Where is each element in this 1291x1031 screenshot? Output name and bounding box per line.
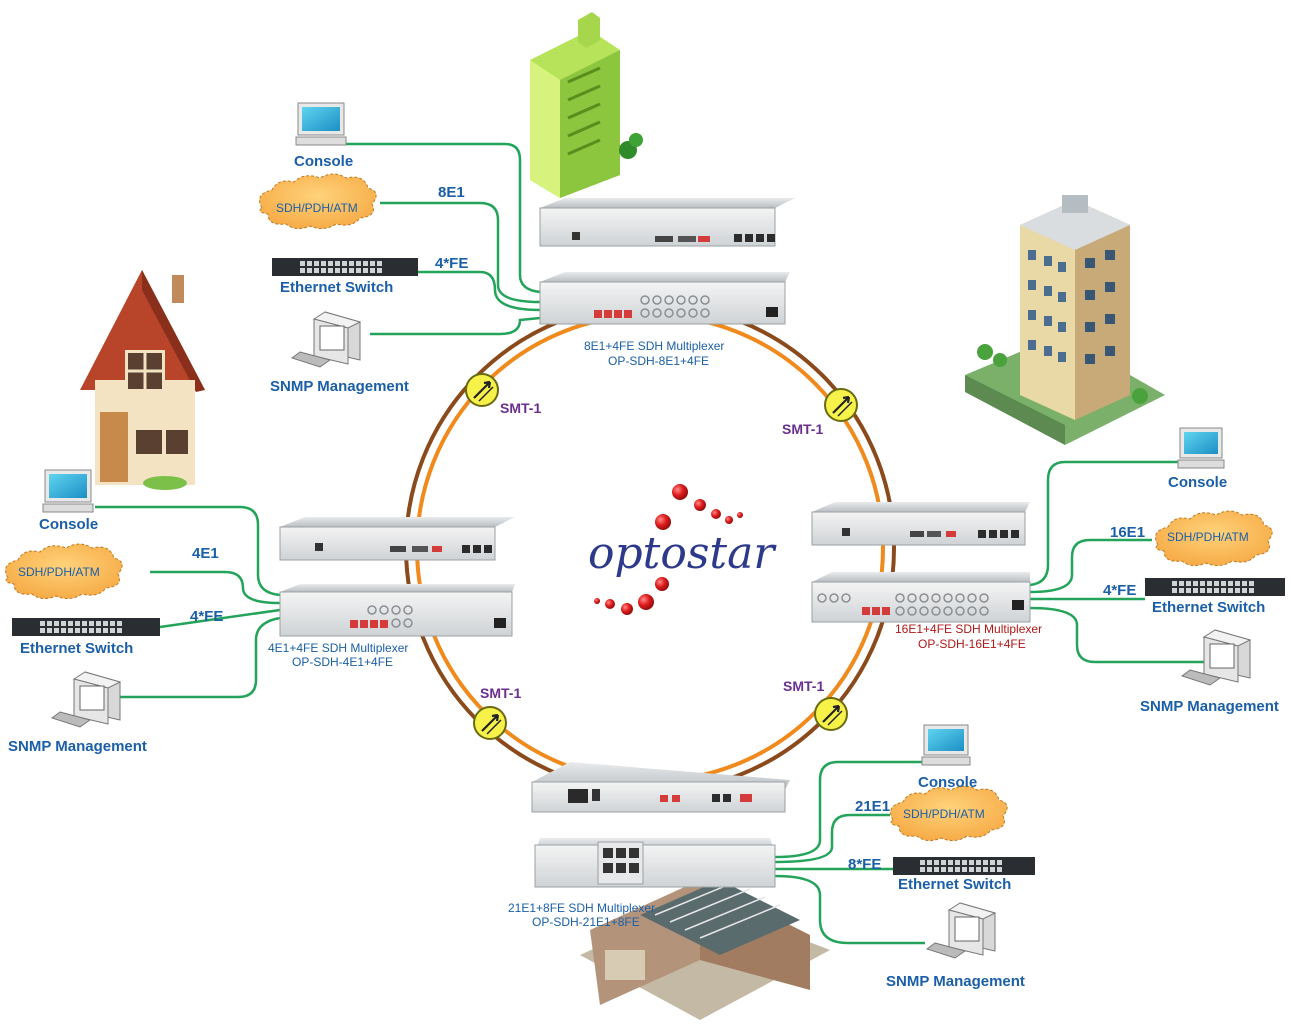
console-computer-icon — [1177, 427, 1225, 469]
snmp-label: SNMP Management — [886, 973, 1025, 990]
cloud-label: SDH/PDH/ATM — [276, 201, 358, 215]
fe-label: 4*FE — [190, 608, 223, 625]
e1-label: 4E1 — [192, 545, 219, 562]
mux-model-code: OP-SDH-21E1+8FE — [532, 915, 640, 929]
cloud-label: SDH/PDH/ATM — [903, 807, 985, 821]
smt-label: SMT-1 — [480, 685, 521, 701]
mux-model-code: OP-SDH-8E1+4FE — [608, 354, 709, 368]
snmp-computer-icon — [925, 902, 997, 959]
e1-label: 16E1 — [1110, 524, 1145, 541]
network-cloud-icon: SDH/PDH/ATM — [890, 785, 1008, 842]
mux-model-code: OP-SDH-4E1+4FE — [292, 655, 393, 669]
train-station-icon — [580, 880, 830, 1020]
mux-left-lower — [279, 584, 515, 637]
network-cloud-icon: SDH/PDH/ATM — [5, 543, 123, 600]
smt-connector-icon — [814, 697, 848, 731]
smt-connector-icon — [824, 388, 858, 422]
mux-top-upper — [539, 198, 795, 247]
smt-label: SMT-1 — [783, 678, 824, 694]
mux-model-code: OP-SDH-16E1+4FE — [918, 637, 1026, 651]
network-cloud-icon: SDH/PDH/ATM — [259, 173, 377, 230]
snmp-label: SNMP Management — [270, 378, 409, 395]
network-cloud-icon: SDH/PDH/ATM — [1155, 510, 1273, 567]
snmp-computer-icon — [50, 671, 122, 728]
mux-top-lower — [539, 272, 790, 325]
fe-label: 4*FE — [435, 255, 468, 272]
apartment-building-icon — [965, 195, 1165, 445]
mux-model-label: 21E1+8FE SDH Multiplexer — [508, 901, 655, 915]
link-lines — [95, 142, 1205, 945]
cloud-label: SDH/PDH/ATM — [18, 565, 100, 579]
console-computer-icon — [295, 102, 347, 146]
mux-model-label: 8E1+4FE SDH Multiplexer — [584, 339, 724, 353]
mux-model-label: 4E1+4FE SDH Multiplexer — [268, 641, 408, 655]
console-computer-icon — [42, 469, 94, 513]
smt-connector-icon — [473, 706, 507, 740]
office-tower-icon — [530, 12, 643, 198]
snmp-label: SNMP Management — [1140, 698, 1279, 715]
snmp-computer-icon — [290, 311, 362, 368]
mux-right-lower — [811, 572, 1031, 623]
smt-connector-icon — [465, 373, 499, 407]
ethernet-switch-icon — [893, 857, 1035, 875]
optostar-logo: optostar — [588, 484, 777, 615]
console-label: Console — [918, 774, 977, 791]
logo-text: optostar — [588, 528, 777, 579]
switch-label: Ethernet Switch — [898, 876, 1011, 893]
e1-label: 8E1 — [438, 184, 465, 201]
e1-label: 21E1 — [855, 798, 890, 815]
snmp-computer-icon — [1180, 629, 1252, 686]
ethernet-switch-icon — [272, 258, 418, 276]
switch-label: Ethernet Switch — [20, 640, 133, 657]
fe-label: 4*FE — [1103, 582, 1136, 599]
ethernet-switch-icon — [12, 618, 160, 636]
mux-model-label: 16E1+4FE SDH Multiplexer — [895, 622, 1042, 636]
console-label: Console — [294, 153, 353, 170]
console-label: Console — [1168, 474, 1227, 491]
fe-label: 8*FE — [848, 856, 881, 873]
mux-right-upper — [811, 502, 1030, 546]
cloud-label: SDH/PDH/ATM — [1167, 530, 1249, 544]
smt-label: SMT-1 — [782, 421, 823, 437]
switch-label: Ethernet Switch — [1152, 599, 1265, 616]
mux-bottom-upper — [531, 762, 790, 813]
smt-label: SMT-1 — [500, 400, 541, 416]
console-computer-icon — [921, 724, 971, 766]
mux-left-upper — [279, 517, 515, 561]
console-label: Console — [39, 516, 98, 533]
house-icon — [80, 270, 205, 490]
mux-bottom-lower — [534, 838, 776, 888]
switch-label: Ethernet Switch — [280, 279, 393, 296]
snmp-label: SNMP Management — [8, 738, 147, 755]
ethernet-switch-icon — [1145, 578, 1285, 596]
